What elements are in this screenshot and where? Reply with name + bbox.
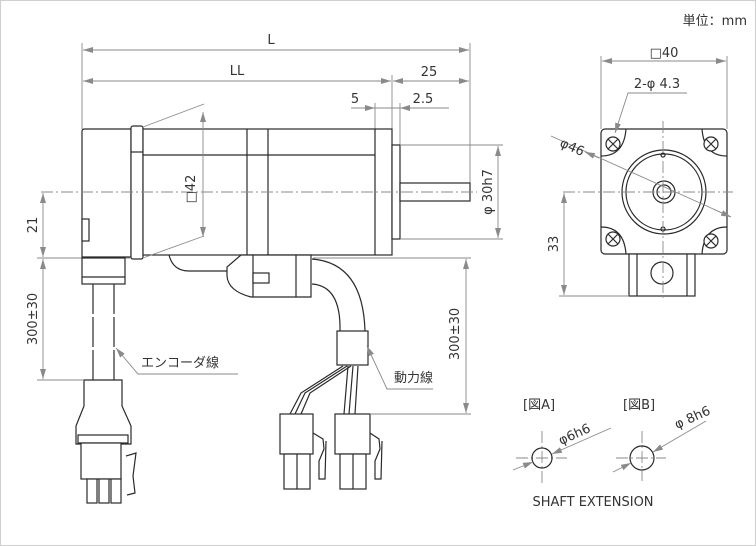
encoder-cable-gland [81,257,126,285]
dim-2-5: 2.5 [413,92,434,107]
shaft-extension: [図A] [図B] φ6h6 φ 8h6 SHAFT EXTENSION [512,398,713,510]
shaft-b-circle [629,445,655,471]
flange-ring [130,125,144,260]
power-cable-sleeve [336,330,369,366]
shaft-extension-title: SHAFT EXTENSION [532,495,653,510]
unit-label: 単位：mm [683,13,747,29]
dim-25: 25 [421,65,438,80]
dim-LL: LL [230,64,245,79]
encoder-screw [81,218,90,242]
front-view: □40 2-φ 4.3 φ46 33 [547,46,733,301]
dim-21: 21 [26,217,41,234]
dim-33: 33 [547,236,562,253]
dim-square-40: □40 [650,46,679,61]
fig-b-label: [図B] [623,398,655,413]
side-view: L LL 25 5 2.5 □42 φ 30h7 [26,33,503,504]
dim-shaft-phi30: φ 30h7 [481,169,496,215]
dim-square-42: □42 [184,175,199,204]
mounting-holes [605,136,719,249]
power-connector-2 [334,413,371,455]
label-power-cable: 動力線 [394,370,433,386]
encoder-connector [75,379,132,445]
power-connector-1 [279,413,314,455]
shaft-a-circle [531,447,553,469]
front-connector [628,253,696,297]
dim-encoder-cable-length: 300±30 [26,293,41,345]
fig-a-dim: φ6h6 [557,421,594,448]
dim-mounting-holes: 2-φ 4.3 [634,77,680,92]
label-encoder-cable: エンコーダ線 [141,355,219,371]
fig-a-label: [図A] [523,398,555,413]
dim-5: 5 [351,92,359,107]
dim-power-cable-length: 300±30 [448,308,463,360]
dim-phi46: φ46 [557,136,586,160]
dim-L: L [267,33,275,48]
